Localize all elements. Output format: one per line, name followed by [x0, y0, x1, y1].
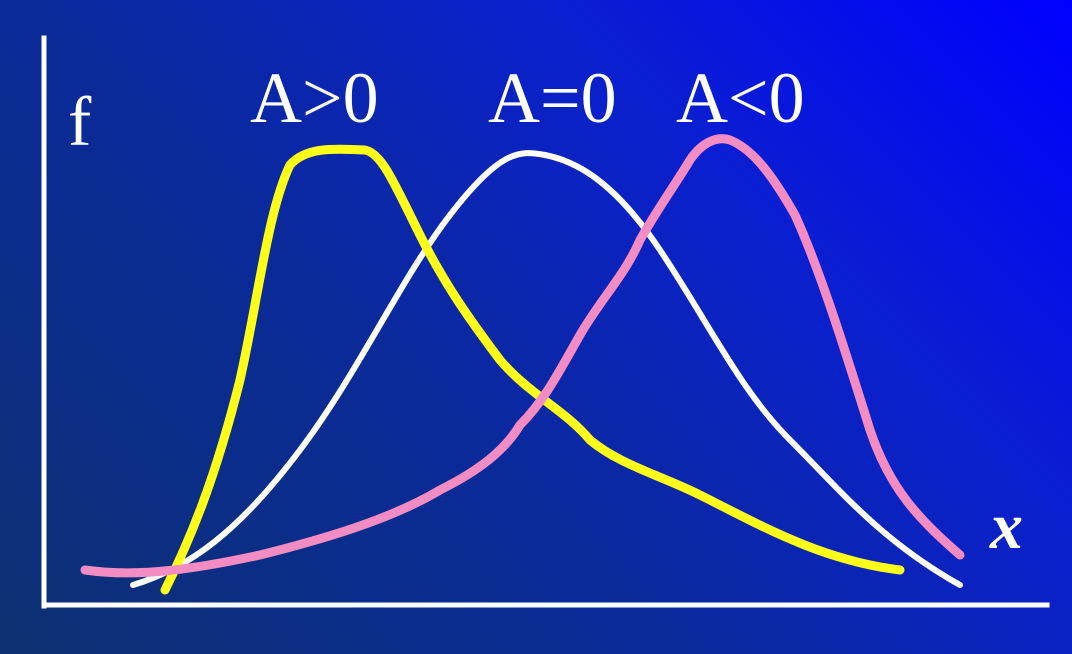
y-axis-label: f [68, 84, 92, 161]
label-positive-skew: A>0 [250, 58, 379, 138]
x-axis-label: x [989, 490, 1023, 563]
curve-positive-skew [160, 144, 905, 595]
label-negative-skew: A<0 [676, 58, 805, 138]
axes [41, 35, 1050, 609]
curve-zero-skew [130, 150, 963, 588]
label-zero-skew: A=0 [488, 58, 617, 138]
curve-negative-skew [80, 134, 965, 578]
curves [80, 134, 965, 595]
